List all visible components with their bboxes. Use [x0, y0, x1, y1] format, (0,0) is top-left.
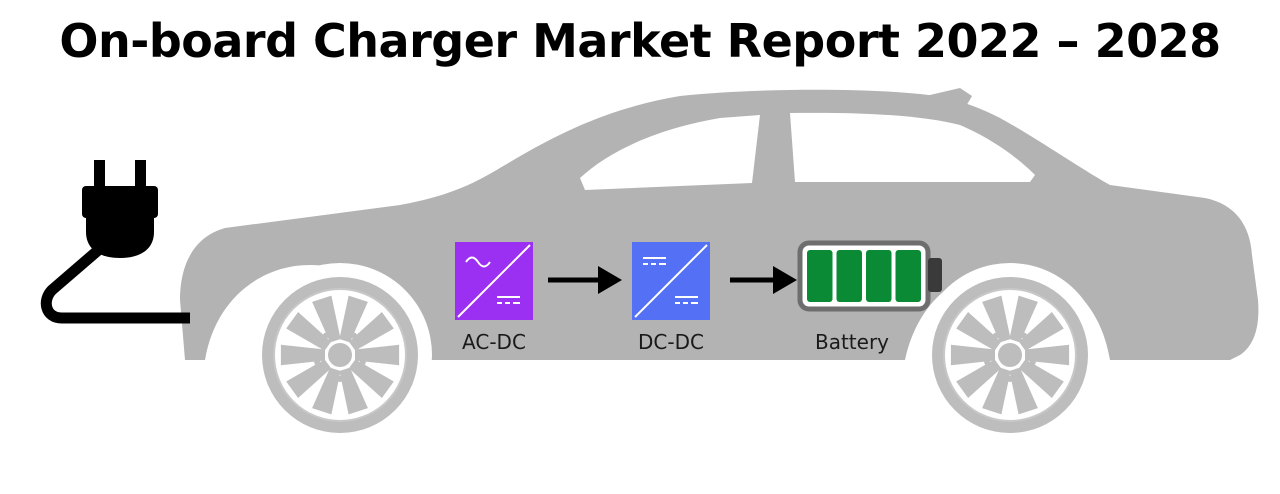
wheel-spoke	[339, 295, 368, 343]
wheel-spoke	[1025, 344, 1070, 366]
wheel-spoke	[1018, 312, 1064, 351]
battery-cell	[836, 250, 862, 302]
wheel-spoke	[1018, 359, 1064, 398]
wheel-spoke	[348, 312, 394, 351]
wheel-spoke	[280, 344, 325, 366]
lug-nut	[322, 332, 329, 339]
wheel-spoke	[286, 359, 332, 398]
lug-nut	[359, 359, 366, 366]
wheel-spoke	[982, 367, 1011, 415]
lug-nut	[984, 359, 991, 366]
plug-icon	[40, 160, 190, 324]
wheel-spoke	[982, 295, 1011, 343]
battery-cell	[807, 250, 833, 302]
wheel-spoke	[956, 359, 1002, 398]
wheel-spoke	[312, 295, 341, 343]
battery-cell	[895, 250, 921, 302]
wheel-spoke	[286, 312, 332, 351]
lug-nut	[1029, 359, 1036, 366]
arrow-right-icon	[730, 266, 797, 294]
wheel-spoke	[956, 312, 1002, 351]
wheel-spoke	[312, 367, 341, 415]
lug-nut	[1021, 332, 1028, 339]
ac-dc-label: AC-DC	[462, 330, 526, 354]
wheel-spoke	[1009, 295, 1038, 343]
dc-dc-converter-icon	[632, 242, 710, 320]
wheel-spoke	[355, 344, 400, 366]
car-silhouette	[180, 88, 1259, 361]
front-wheel	[248, 263, 432, 447]
battery-label: Battery	[814, 330, 890, 354]
wheel-spoke	[950, 344, 995, 366]
lug-nut	[337, 376, 343, 382]
lug-nut	[992, 332, 999, 339]
battery-icon	[797, 240, 942, 312]
wheel-spoke	[348, 359, 394, 398]
rear-wheel	[918, 263, 1102, 447]
wheel-spoke	[1009, 367, 1038, 415]
wheel-spoke	[339, 367, 368, 415]
dc-dc-label: DC-DC	[638, 330, 704, 354]
lug-nut	[351, 332, 358, 339]
ac-dc-converter-icon	[455, 242, 533, 320]
lug-nut	[314, 359, 321, 366]
page-title: On-board Charger Market Report 2022 – 20…	[59, 14, 1221, 68]
lug-nut	[1007, 376, 1013, 382]
battery-cell	[866, 250, 892, 302]
arrow-right-icon	[548, 266, 622, 294]
